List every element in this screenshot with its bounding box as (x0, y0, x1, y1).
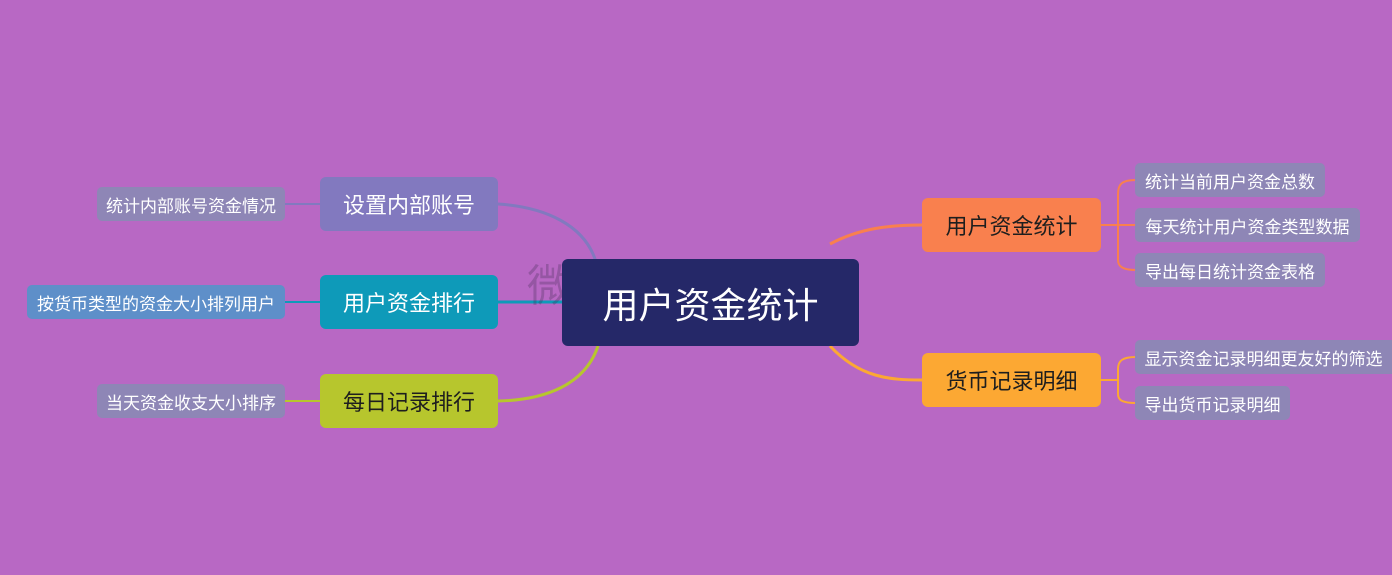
branch-user-fund-stats[interactable]: 用户资金统计 (922, 198, 1101, 252)
root-node[interactable]: 用户资金统计 (562, 259, 859, 346)
leaf-internal-account-funds[interactable]: 统计内部账号资金情况 (97, 187, 285, 221)
connector-root-daily-record-ranking (497, 345, 600, 403)
leaf-current-user-fund-total[interactable]: 统计当前用户资金总数 (1135, 163, 1325, 197)
connector-user-fund-stats-leaves (1101, 179, 1137, 271)
leaf-fund-record-filter[interactable]: 显示资金记录明细更友好的筛选 (1135, 340, 1392, 374)
branch-user-fund-ranking[interactable]: 用户资金排行 (320, 275, 498, 329)
leaf-export-currency-record[interactable]: 导出货币记录明细 (1135, 386, 1290, 420)
branch-set-internal-account[interactable]: 设置内部账号 (320, 177, 498, 231)
leaf-export-daily-fund-table[interactable]: 导出每日统计资金表格 (1135, 253, 1325, 287)
branch-daily-record-ranking[interactable]: 每日记录排行 (320, 374, 498, 428)
connector-root-set-internal-account (497, 202, 598, 263)
branch-currency-record-detail[interactable]: 货币记录明细 (922, 353, 1101, 407)
connector-currency-record-detail-leaves (1101, 356, 1137, 404)
connector-root-user-fund-stats (829, 223, 923, 246)
connector-root-currency-record-detail (828, 344, 923, 382)
leaf-daily-income-expense-sort[interactable]: 当天资金收支大小排序 (97, 384, 285, 418)
leaf-sort-users-by-currency[interactable]: 按货币类型的资金大小排列用户 (27, 285, 285, 319)
leaf-daily-fund-type-stats[interactable]: 每天统计用户资金类型数据 (1135, 208, 1360, 242)
